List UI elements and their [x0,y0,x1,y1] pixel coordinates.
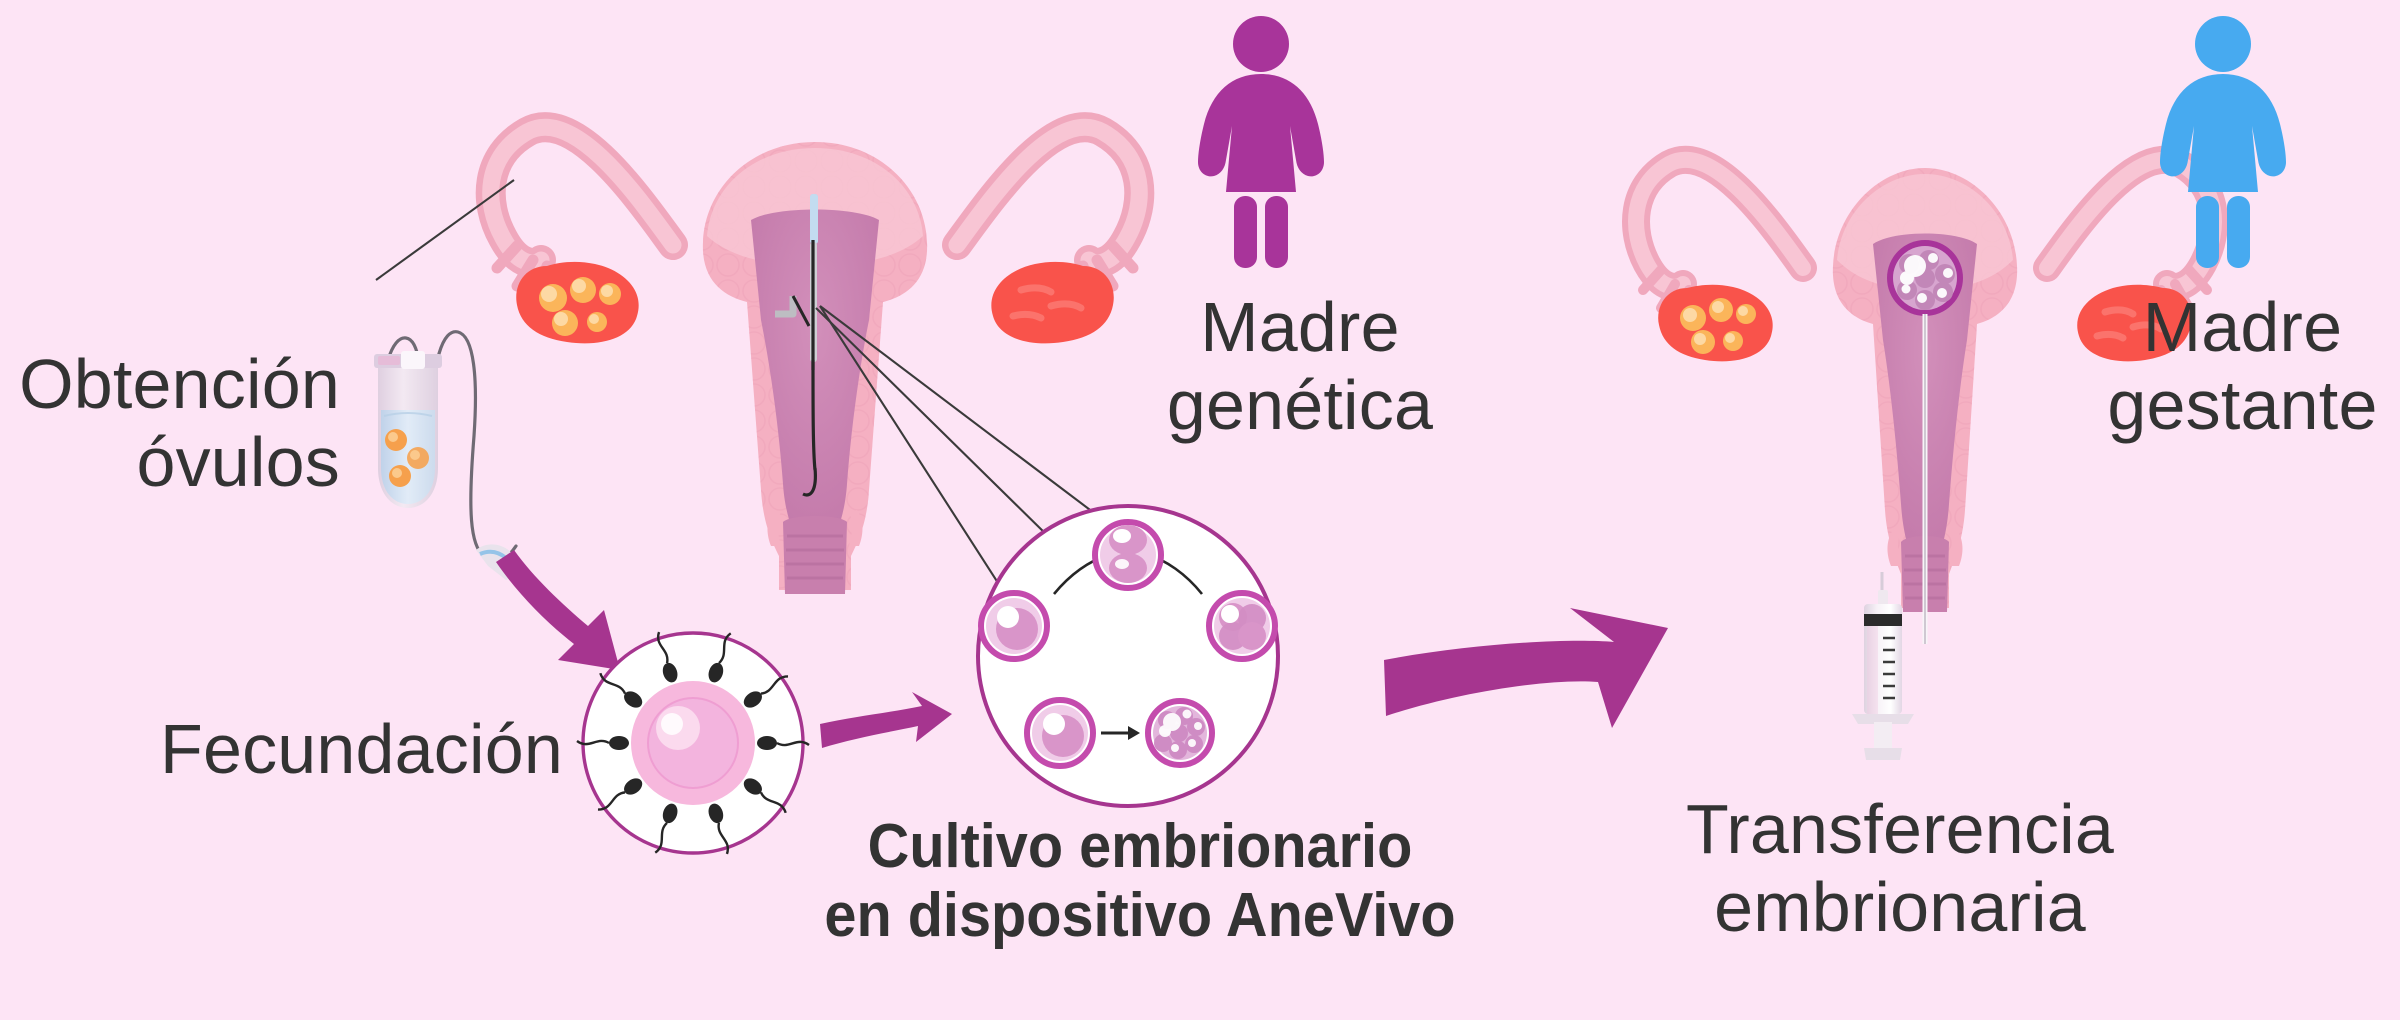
anevivo-device-in-uterus [775,194,818,497]
label-embryo-culture: Cultivo embrionario en dispositivo AneVi… [824,812,1456,951]
ovary-right [991,261,1114,344]
embryo-stage-4cell [1206,590,1278,662]
fertilization-illustration [576,631,810,855]
cycle-arrow-to-blastocyst [1101,726,1140,740]
uterus-genetic-mother-illustration [475,112,1155,594]
figure-genetic-mother [1198,16,1324,268]
arrow-retrieval-to-fertilization [496,550,620,670]
label-genetic-mother: Madre genética [1166,288,1434,445]
ovary-left-with-follicles [1658,284,1773,362]
label-embryo-transfer: Transferencia embrionaria [1686,790,2114,947]
oocyte-retrieval-apparatus [374,330,518,580]
sperm-cells [576,631,810,855]
embryo-stage-zygote-bottom [1024,697,1096,769]
embryo-culture-cycle-illustration [976,504,1280,808]
arrow-fertilization-to-culture [820,692,952,748]
transfer-syringe [1852,572,1914,760]
syringe-flange [1852,714,1914,724]
label-egg-retrieval: Obtención óvulos [19,345,340,502]
syringe-graduations [1883,636,1895,700]
uterus-body [702,142,928,594]
label-gestational-mother: Madre gestante [2107,288,2378,445]
arrow-culture-to-transfer [1384,608,1668,728]
embryo-stage-2cell [1092,519,1164,591]
plunger-seal [1864,614,1902,626]
syringe-plunger-thumb [1864,748,1902,760]
embryo-stage-zygote-left [978,590,1050,662]
ovary-right [2077,284,2192,362]
fallopian-tube-left [1622,145,1817,321]
embryo-stage-blastocyst [1145,698,1215,768]
ovary-left-with-follicles [516,261,639,344]
figure-gestational-mother [2160,16,2286,268]
implanted-blastocyst [1887,240,1963,316]
uterus-gestational-mother-illustration [1622,145,2228,644]
oocytes-in-tube [385,429,429,487]
label-fertilization: Fecundación [160,710,564,788]
